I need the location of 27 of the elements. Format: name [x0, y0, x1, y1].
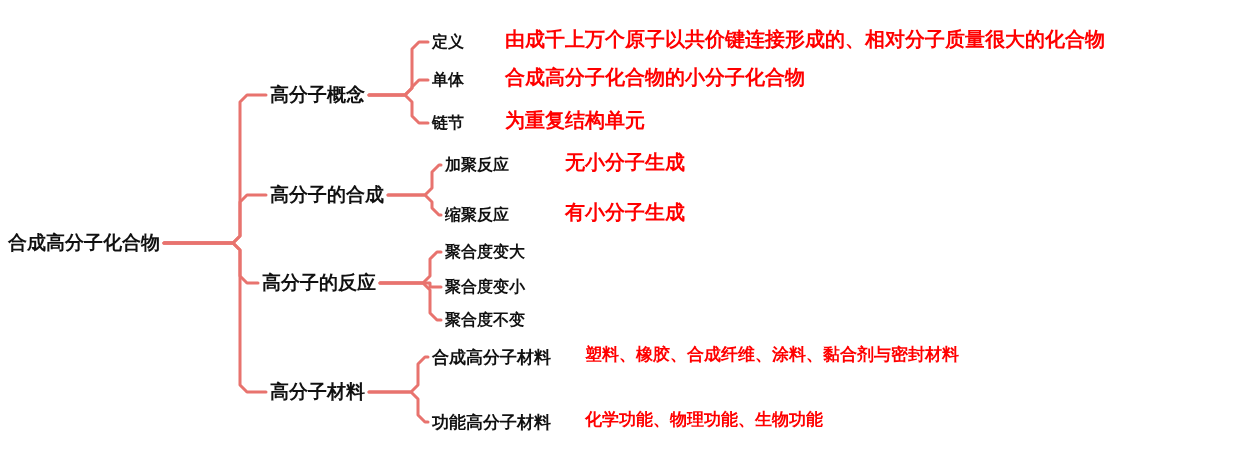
- topic-label: 高分子概念: [270, 82, 365, 108]
- bracket-connector: [162, 241, 268, 394]
- root-topic: 合成高分子化合物: [8, 230, 160, 256]
- topic-label: 单体: [432, 69, 464, 91]
- topic-label: 缩聚反应: [445, 204, 509, 226]
- bracket-connector: [378, 281, 443, 322]
- description-text: 合成高分子化合物的小分子化合物: [505, 63, 805, 91]
- topic-label: 聚合度不变: [445, 309, 525, 331]
- description-text: 化学功能、物理功能、生物功能: [585, 407, 823, 431]
- description-text: 无小分子生成: [565, 148, 685, 176]
- bracket-connector: [386, 193, 443, 217]
- description-text: 有小分子生成: [565, 198, 685, 226]
- topic-label: 聚合度变小: [445, 276, 525, 298]
- description-text: 由成千上万个原子以共价键连接形成的、相对分子质量很大的化合物: [505, 25, 1105, 53]
- topic-label: 高分子的合成: [270, 182, 384, 208]
- description-text: 塑料、橡胶、合成纤维、涂料、黏合剂与密封材料: [585, 342, 959, 366]
- topic-label: 定义: [432, 31, 464, 53]
- bracket-connector: [367, 93, 430, 125]
- topic-label: 聚合度变大: [445, 241, 525, 263]
- topic-label: 合成高分子材料: [432, 345, 551, 369]
- description-text: 为重复结构单元: [505, 106, 645, 134]
- topic-label: 功能高分子材料: [432, 410, 551, 434]
- topic-label: 高分子的反应: [262, 270, 376, 296]
- topic-label: 高分子材料: [270, 379, 365, 405]
- topic-label: 加聚反应: [445, 154, 509, 176]
- topic-label: 链节: [432, 112, 464, 134]
- bracket-connector: [367, 390, 430, 424]
